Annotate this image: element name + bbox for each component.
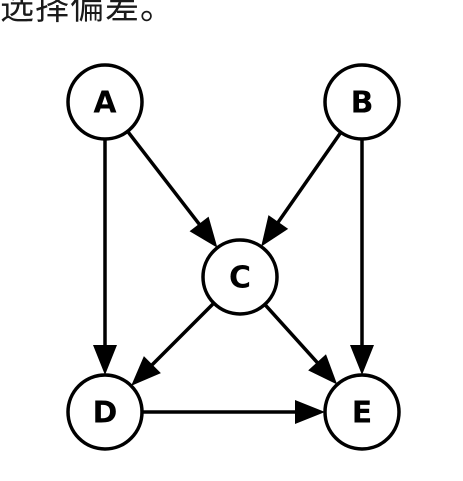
node-label: E [352,396,373,431]
edge-c-to-e [263,303,338,385]
edge-line [126,130,202,227]
node-a: A [66,63,144,141]
caption-text: 选择偏差。 [0,0,175,28]
arrowhead-icon [93,345,117,375]
node-label: C [229,261,251,296]
node-label: B [351,86,374,121]
edge-line [149,301,216,368]
arrowhead-icon [261,215,289,247]
edge-line [263,303,320,365]
arrowhead-icon [308,354,338,385]
arrowhead-icon [131,356,161,386]
node-label: A [93,86,117,121]
arrowhead-icon [189,216,218,248]
node-circle [323,373,401,451]
arrowhead-icon [295,400,325,424]
edge-a-to-d [93,139,117,375]
node-e: E [323,373,401,451]
edge-b-to-c [261,131,343,247]
edge-d-to-e [142,400,325,424]
edge-a-to-c [126,130,218,248]
edge-b-to-e [350,139,374,375]
nodes-layer: A B C D E [66,63,401,451]
node-circle [66,373,144,451]
node-c: C [201,238,279,316]
node-circle [66,63,144,141]
node-circle [201,238,279,316]
node-b: B [323,63,401,141]
edge-c-to-d [131,301,216,386]
edge-line [275,131,343,225]
arrowhead-icon [350,345,374,375]
node-d: D [66,373,144,451]
node-label: D [93,396,118,431]
edges-layer [93,130,374,424]
node-circle [323,63,401,141]
